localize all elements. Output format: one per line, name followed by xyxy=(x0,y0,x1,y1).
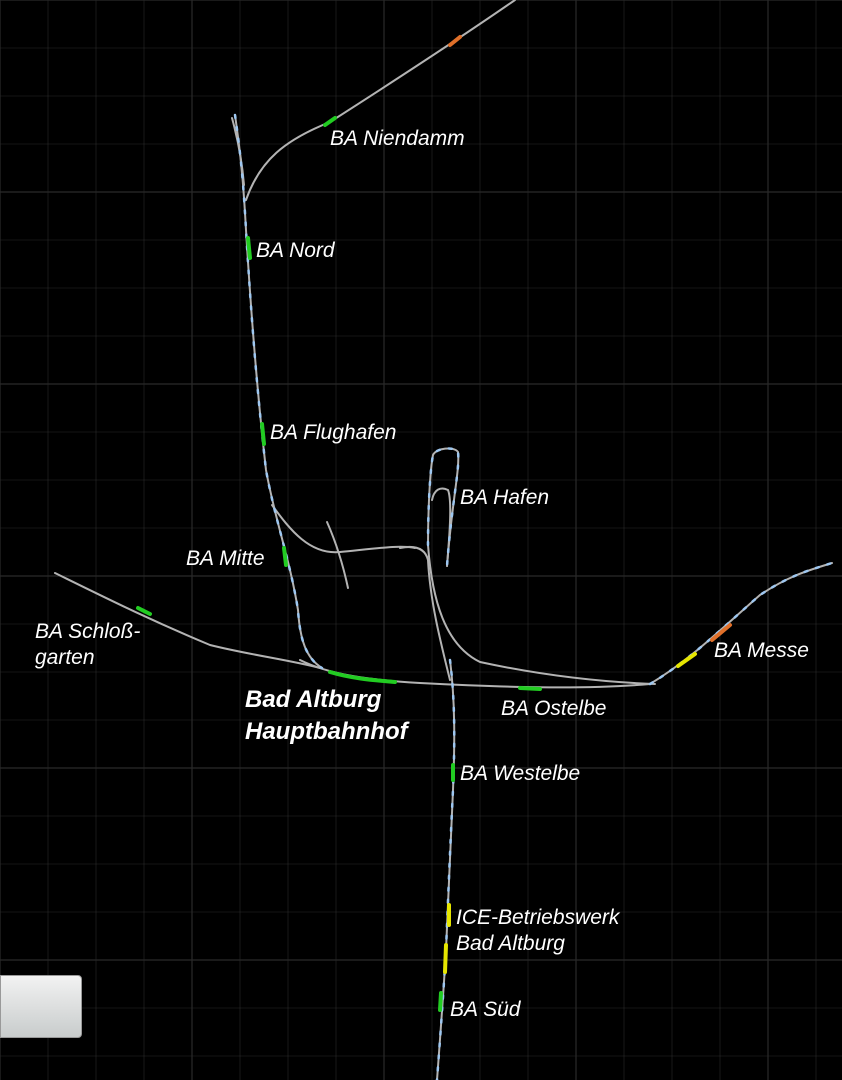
station-label-nord[interactable]: BA Nord xyxy=(256,239,335,262)
track-west-line xyxy=(54,572,321,669)
occupied-messe-2 xyxy=(710,623,732,642)
station-label-hauptbahnhof[interactable]: Bad Altburg Hauptbahnhof xyxy=(245,686,408,745)
occupied-niendamm xyxy=(323,116,337,127)
station-label-niendamm[interactable]: BA Niendamm xyxy=(330,127,465,150)
occupied-ostelbe xyxy=(518,686,542,691)
occupied-top xyxy=(448,35,462,47)
track-network xyxy=(54,0,834,1080)
occupied-betriebswerk-2 xyxy=(443,943,448,974)
station-label-hafen[interactable]: BA Hafen xyxy=(460,486,550,509)
track-north-line xyxy=(234,114,323,669)
occupied-sued xyxy=(438,991,443,1012)
occupied-flughafen xyxy=(260,422,266,446)
occupied-segments xyxy=(136,35,732,1012)
station-label-schlossgarten[interactable]: BA Schloß- garten xyxy=(35,620,141,669)
station-label-ostelbe[interactable]: BA Ostelbe xyxy=(501,697,607,720)
occupied-mitte xyxy=(282,546,288,567)
station-label-betriebswerk[interactable]: ICE-Betriebswerk Bad Altburg xyxy=(456,906,620,955)
station-label-messe[interactable]: BA Messe xyxy=(714,639,809,662)
track-hafen-inner xyxy=(431,487,452,567)
station-label-mitte[interactable]: BA Mitte xyxy=(186,547,265,570)
track-niendamm-branch xyxy=(245,0,516,201)
track-mitte-spur xyxy=(326,521,349,589)
station-label-flughafen[interactable]: BA Flughafen xyxy=(270,421,397,444)
track-north-line-detail xyxy=(233,113,324,670)
occupied-nord xyxy=(246,236,252,260)
occupied-messe xyxy=(676,652,697,668)
station-label-sued[interactable]: BA Süd xyxy=(450,998,521,1021)
corner-panel-button[interactable] xyxy=(0,975,82,1038)
track-hafen-loop-detail xyxy=(426,447,460,568)
station-label-westelbe[interactable]: BA Westelbe xyxy=(460,762,581,785)
track-hafen-connector xyxy=(399,545,451,681)
occupied-hbf xyxy=(328,670,397,684)
track-mitte-branch xyxy=(271,504,416,554)
track-eastern-loop xyxy=(427,544,656,685)
track-hafen-loop xyxy=(427,447,460,567)
occupied-schlossgarten xyxy=(136,606,152,616)
track-south-line-detail xyxy=(435,658,456,1080)
